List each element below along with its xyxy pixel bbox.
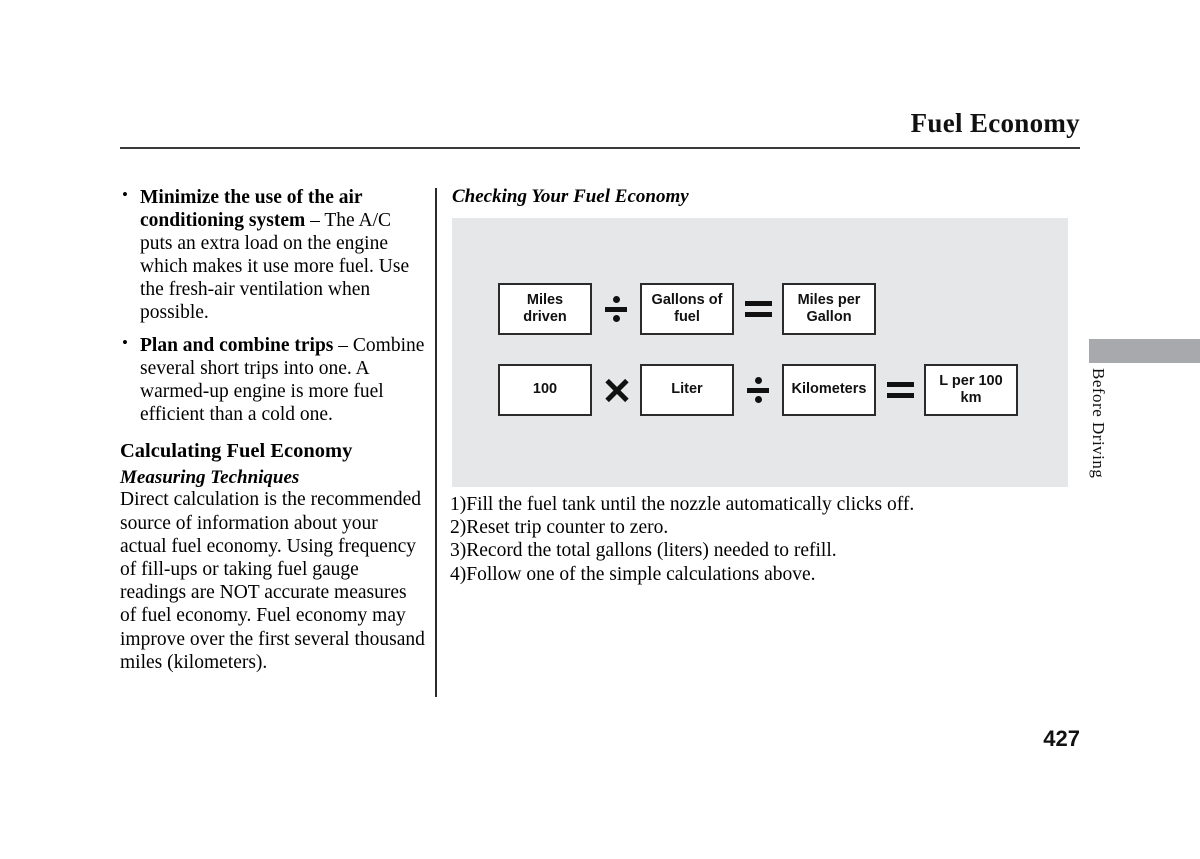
step-text: Fill the fuel tank until the nozzle auto…: [466, 494, 915, 515]
fuel-economy-formula-diagram: Miles driven Gallons of fuel Miles per G…: [452, 218, 1068, 487]
divide-icon: [592, 296, 640, 322]
list-item: 1) Fill the fuel tank until the nozzle a…: [450, 493, 1070, 516]
list-item: Minimize the use of the air conditioning…: [120, 185, 425, 324]
page-number: 427: [1043, 726, 1080, 751]
header-divider-rule: [120, 147, 1080, 149]
equals-icon: [876, 381, 924, 399]
page-title: Fuel Economy: [910, 108, 1080, 138]
list-item: Plan and combine trips – Combine several…: [120, 333, 425, 426]
section-heading-calculating-fuel-economy: Calculating Fuel Economy: [120, 440, 353, 462]
left-column: Minimize the use of the air conditioning…: [120, 185, 425, 674]
multiply-icon: [592, 378, 640, 403]
right-column: Checking Your Fuel Economy: [452, 186, 1072, 218]
formula-row-l-per-100km: 100 Liter Kilometers L per 100 km: [498, 364, 1018, 416]
column-divider: [435, 188, 437, 697]
step-number: 2): [450, 517, 467, 539]
body-paragraph: Direct calculation is the recommended so…: [120, 489, 425, 673]
procedure-step-list: 1) Fill the fuel tank until the nozzle a…: [450, 493, 1070, 586]
list-item: 3) Record the total gallons (liters) nee…: [450, 539, 1070, 562]
step-text: Reset trip counter to zero.: [466, 517, 669, 539]
step-text: Follow one of the simple calculations ab…: [466, 563, 816, 585]
formula-box-miles-per-gallon: Miles per Gallon: [782, 283, 876, 335]
section-tab-marker: [1089, 339, 1200, 363]
step-number: 4): [450, 563, 467, 585]
bullet-lead-text: Minimize the use of the air conditioning…: [140, 187, 363, 231]
tips-bullet-list: Minimize the use of the air conditioning…: [120, 185, 425, 426]
bullet-dash: –: [333, 335, 353, 356]
subsection-heading-checking-your-fuel-economy: Checking Your Fuel Economy: [452, 186, 689, 207]
formula-box-gallons-of-fuel: Gallons of fuel: [640, 283, 734, 335]
divide-icon: [734, 377, 782, 403]
list-item: 4) Follow one of the simple calculations…: [450, 563, 1070, 586]
bullet-dash: –: [305, 210, 325, 231]
bullet-lead-text: Plan and combine trips: [140, 335, 334, 356]
bullet-body-text: Combine several short trips into one. A …: [140, 335, 425, 425]
step-number: 1): [450, 494, 467, 515]
formula-box-100: 100: [498, 364, 592, 416]
formula-box-kilometers: Kilometers: [782, 364, 876, 416]
formula-box-l-per-100-km: L per 100 km: [924, 364, 1018, 416]
formula-box-liter: Liter: [640, 364, 734, 416]
step-text: Record the total gallons (liters) needed…: [466, 540, 837, 562]
section-tab-label: Before Driving: [1089, 368, 1108, 479]
formula-box-miles-driven: Miles driven: [498, 283, 592, 335]
subsection-heading-measuring-techniques: Measuring Techniques: [120, 466, 300, 488]
formula-row-mpg: Miles driven Gallons of fuel Miles per G…: [498, 283, 876, 335]
equals-icon: [734, 300, 782, 318]
bullet-body-text: The A/C puts an extra load on the engine…: [140, 210, 410, 323]
step-number: 3): [450, 540, 467, 562]
list-item: 2) Reset trip counter to zero.: [450, 516, 1070, 539]
